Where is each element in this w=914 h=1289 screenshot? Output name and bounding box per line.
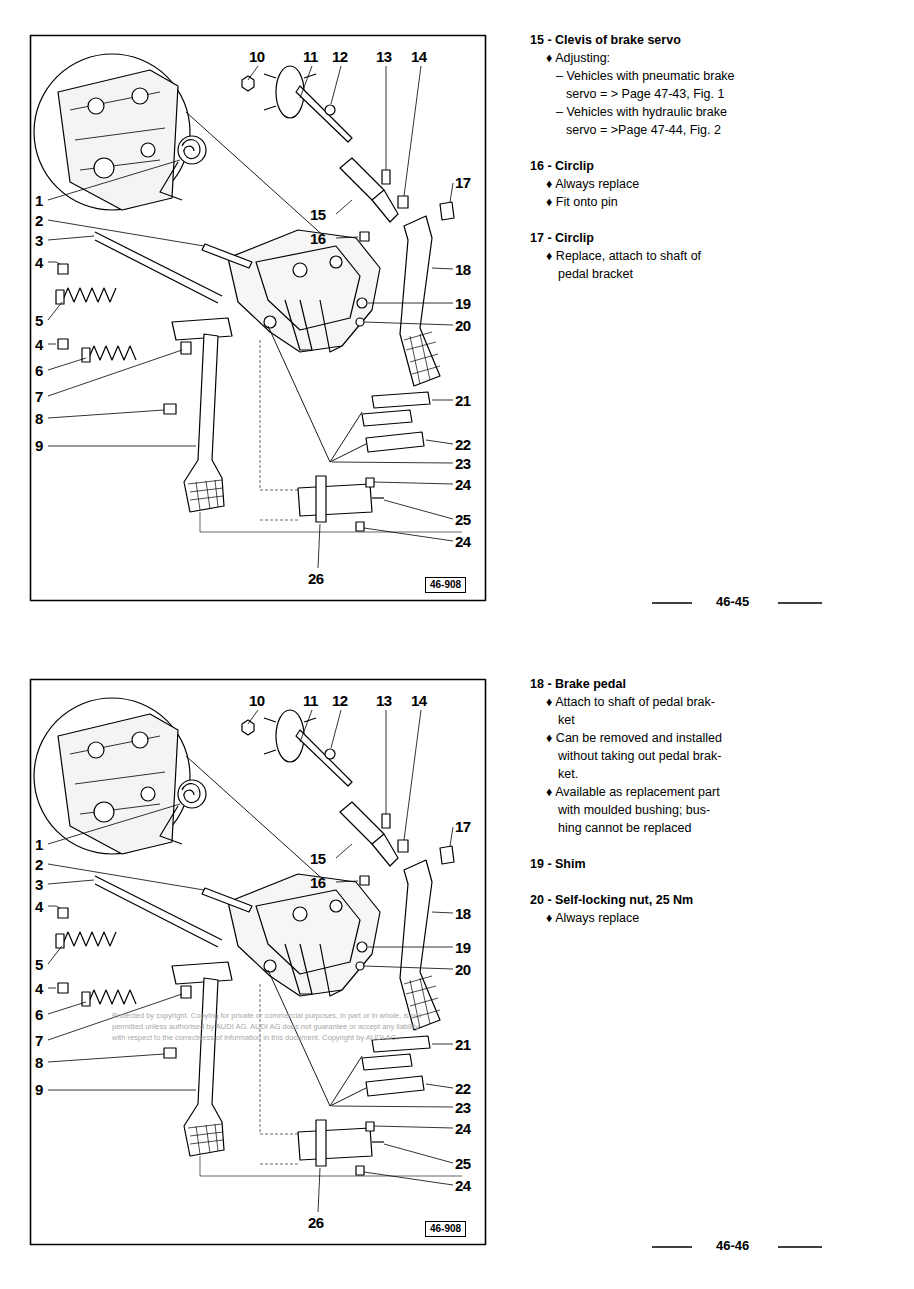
callout-number: 20: [455, 961, 471, 978]
callout-number: 7: [35, 1032, 43, 1049]
item-note: pedal bracket: [558, 267, 633, 281]
callout-number: 13: [376, 692, 392, 709]
callout-number: 12: [332, 692, 348, 709]
callout-number: 14: [411, 692, 427, 709]
callout-number: 2: [35, 856, 43, 873]
item-heading: 19 - Shim: [530, 857, 586, 871]
item-note: – Vehicles with pneumatic brake: [556, 69, 735, 83]
item-note: ♦ Replace, attach to shaft of: [546, 249, 701, 263]
callout-number: 4: [35, 254, 43, 271]
item-note: ket: [558, 713, 575, 727]
item-note: ket.: [558, 767, 578, 781]
callout-number: 11: [303, 692, 318, 709]
callout-number: 13: [376, 48, 392, 65]
callout-number: 10: [249, 692, 265, 709]
callout-number: 16: [310, 230, 326, 247]
figure-number: 46-908: [430, 1223, 461, 1234]
pedal-exploded-view: [31, 36, 486, 601]
item-note: with moulded bushing; bus-: [558, 803, 710, 817]
callout-number: 24: [455, 476, 471, 493]
figure-number-box: 46-908: [425, 1221, 466, 1237]
callout-number: 6: [35, 1006, 43, 1023]
callout-number: 25: [455, 1155, 471, 1172]
callout-number: 6: [35, 362, 43, 379]
callout-number: 20: [455, 317, 471, 334]
callout-number: 22: [455, 436, 471, 453]
callout-number: 2: [35, 212, 43, 229]
illustration-part: [778, 1246, 822, 1248]
callout-number: 18: [455, 261, 471, 278]
callout-number: 12: [332, 48, 348, 65]
callout-number: 11: [303, 48, 318, 65]
item-heading: 20 - Self-locking nut, 25 Nm: [530, 893, 693, 907]
callout-number: 9: [35, 437, 43, 454]
figure-number: 46-908: [430, 579, 461, 590]
item-note: ♦ Adjusting:: [546, 51, 610, 65]
callout-number: 19: [455, 939, 471, 956]
item-note: servo = >Page 47-44, Fig. 2: [566, 123, 721, 137]
callout-number: 23: [455, 1099, 471, 1116]
callout-number: 4: [35, 898, 43, 915]
item-note: ♦ Fit onto pin: [546, 195, 618, 209]
item-heading: 17 - Circlip: [530, 231, 594, 245]
callout-number: 1: [35, 836, 43, 853]
item-heading: 18 - Brake pedal: [530, 677, 626, 691]
item-note: ♦ Attach to shaft of pedal brak-: [546, 695, 715, 709]
callout-number: 24: [455, 1177, 471, 1194]
item-note: ♦ Always replace: [546, 911, 639, 925]
callout-number: 26: [308, 570, 324, 587]
page-number: 46-46: [716, 1239, 749, 1254]
illustration-part: [652, 1246, 692, 1248]
callout-number: 5: [35, 956, 43, 973]
pedal-exploded-view: [31, 680, 486, 1245]
copyright-watermark: with respect to the correctness of infor…: [112, 1034, 398, 1043]
callout-number: 15: [310, 850, 326, 867]
callout-number: 25: [455, 511, 471, 528]
callout-number: 19: [455, 295, 471, 312]
item-note: hing cannot be replaced: [558, 821, 691, 835]
item-note: – Vehicles with hydraulic brake: [556, 105, 727, 119]
page-number: 46-45: [716, 595, 749, 610]
item-note: ♦ Available as replacement part: [546, 785, 720, 799]
callout-number: 7: [35, 388, 43, 405]
item-heading: 16 - Circlip: [530, 159, 594, 173]
copyright-watermark: Protected by copyright. Copying for priv…: [112, 1012, 421, 1021]
callout-number: 3: [35, 876, 43, 893]
callout-number: 18: [455, 905, 471, 922]
callout-number: 23: [455, 455, 471, 472]
callout-number: 26: [308, 1214, 324, 1231]
item-note: ♦ Always replace: [546, 177, 639, 191]
figure-number-box: 46-908: [425, 577, 466, 593]
callout-number: 8: [35, 1054, 43, 1071]
item-note: ♦ Can be removed and installed: [546, 731, 722, 745]
callout-number: 22: [455, 1080, 471, 1097]
callout-number: 14: [411, 48, 427, 65]
callout-number: 24: [455, 533, 471, 550]
item-heading: 15 - Clevis of brake servo: [530, 33, 681, 47]
callout-number: 17: [455, 818, 471, 835]
callout-number: 4: [35, 336, 43, 353]
callout-number: 17: [455, 174, 471, 191]
callout-number: 15: [310, 206, 326, 223]
item-note: servo = > Page 47-43, Fig. 1: [566, 87, 724, 101]
callout-number: 3: [35, 232, 43, 249]
callout-number: 21: [455, 392, 471, 409]
illustration-part: [652, 602, 692, 604]
callout-number: 1: [35, 192, 43, 209]
callout-number: 9: [35, 1081, 43, 1098]
callout-number: 21: [455, 1036, 471, 1053]
callout-number: 10: [249, 48, 265, 65]
copyright-watermark: permitted unless authorised by AUDI AG. …: [112, 1023, 419, 1032]
callout-number: 5: [35, 312, 43, 329]
callout-number: 16: [310, 874, 326, 891]
callout-number: 8: [35, 410, 43, 427]
callout-number: 24: [455, 1120, 471, 1137]
callout-number: 4: [35, 980, 43, 997]
illustration-part: [778, 602, 822, 604]
item-note: without taking out pedal brak-: [558, 749, 721, 763]
